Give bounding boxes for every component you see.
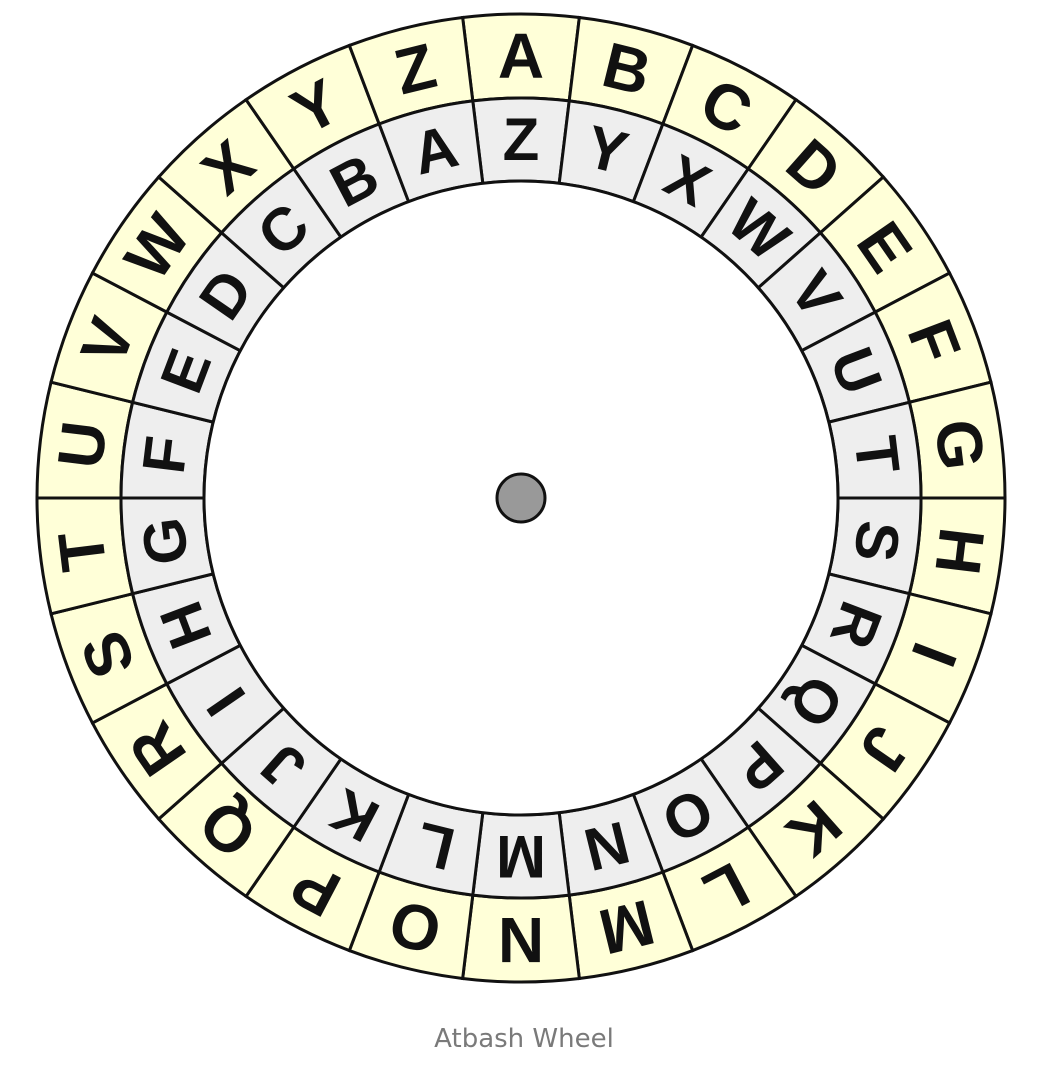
outer-ring-letter: T (44, 528, 120, 575)
inner-ring-letter: F (130, 433, 201, 477)
outer-ring-letter: A (498, 20, 544, 92)
inner-ring-letter: Z (503, 106, 540, 173)
center-hub[interactable] (495, 472, 547, 524)
outer-ring-letter: U (44, 417, 121, 472)
figure-caption: Atbash Wheel (434, 1024, 614, 1054)
inner-ring-letter: M (496, 823, 546, 890)
outer-ring-letter: H (921, 524, 998, 579)
outer-ring-letter: N (498, 904, 544, 976)
inner-ring-letter: T (841, 433, 912, 477)
inner-ring-letter: S (841, 517, 912, 565)
outer-ring-letter: G (921, 416, 998, 474)
inner-ring-letter: G (129, 514, 201, 568)
